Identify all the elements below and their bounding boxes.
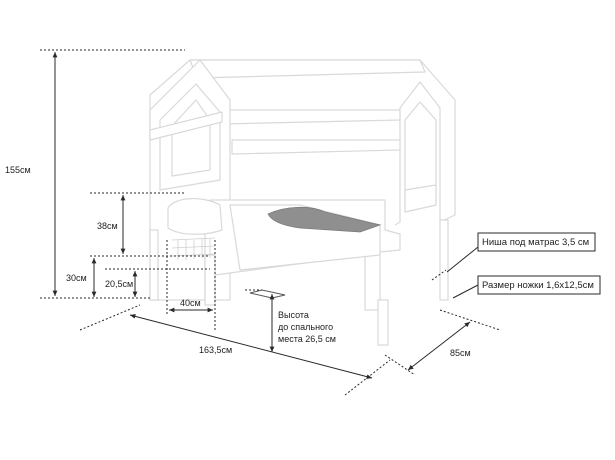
width-guide-back [439,309,501,331]
length-guide-right [344,359,391,396]
side-height-label: 38см [97,221,118,231]
back-right-leg [439,219,449,301]
opening-width-label: 40см [180,298,201,308]
niche-leader-guide [431,269,447,281]
length-arrow [129,314,373,379]
dimension-lines [40,49,501,396]
mattress [267,206,382,233]
leg-size-leader-line [452,284,479,299]
sleeping-height-label-line3: места 26,5 см [278,334,336,344]
width-label: 85см [450,348,471,358]
niche-leader-line [446,246,479,273]
leg-size-callout-box [477,275,601,295]
sleeping-height-label-line1: Высота [278,310,309,320]
leg-height-label: 20,5см [105,279,133,289]
length-guide-left [79,304,141,331]
back-left-leg [149,229,159,301]
mattress-niche-callout-box [477,232,596,252]
drawer-handle [249,289,286,299]
front-roof-crossbar [149,111,223,141]
back-rail-middle [231,139,401,155]
length-label: 163,5см [199,345,232,355]
width-guide-front [384,354,416,376]
back-window-pane-low [404,184,437,213]
front-left-leg [204,254,216,306]
total-height-label: 155см [5,165,31,175]
pillow [167,198,223,235]
frame-height-label: 30см [66,273,87,283]
width-arrow [407,321,471,371]
mattress-niche-label: Ниша под матрас 3,5 см [482,237,589,248]
leg-size-label: Размер ножки 1,6х12,5см [482,280,594,291]
front-right-leg [377,299,389,346]
sleeping-height-label-line2: до спального [278,322,333,332]
headboard-slats [171,237,216,260]
